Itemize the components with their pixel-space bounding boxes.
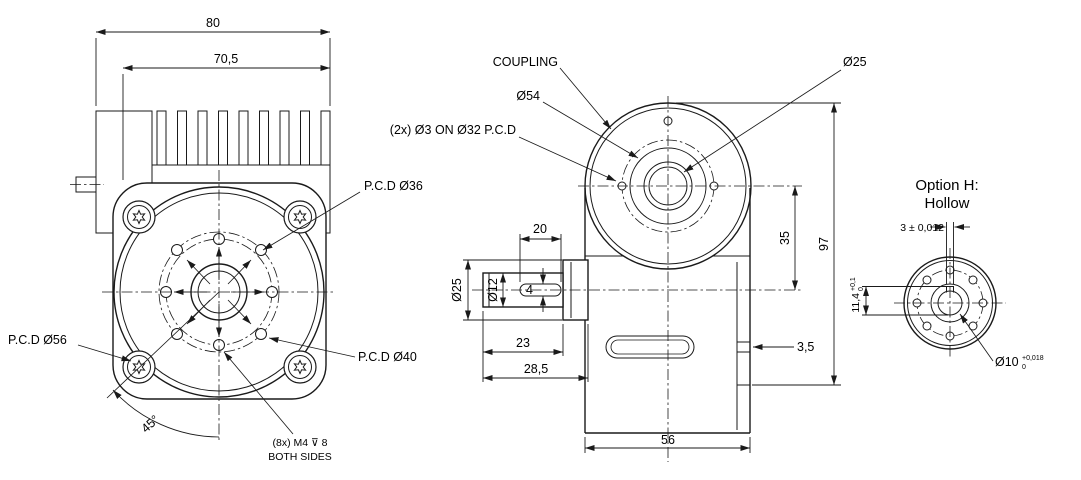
dim-35: 35 [778, 186, 798, 290]
dim-70-5-text: 70,5 [214, 52, 238, 66]
dia25-coupling-leader [683, 69, 842, 173]
dim-28-5: 28,5 [482, 324, 589, 382]
dim-dia12: Ø12 [486, 273, 506, 307]
screws-note-line2: BOTH SIDES [268, 451, 332, 463]
angle-arc [112, 389, 220, 438]
dim-dia25-text: Ø25 [450, 278, 464, 302]
coupling-leader [559, 67, 612, 130]
angle-45-label: 45° [139, 413, 162, 436]
pcd40-leader [268, 337, 356, 358]
dim-11-4-tol-upper: +0,1 [850, 277, 857, 291]
pcd40-label: P.C.D Ø40 [358, 350, 417, 364]
holes-note-label: (2x) Ø3 ON Ø32 P.C.D [390, 123, 516, 137]
pcd56-label: P.C.D Ø56 [8, 333, 67, 347]
dim-80: 80 [95, 16, 331, 106]
dim-35-text: 35 [778, 231, 792, 245]
dim-3-tol: 3 ± 0,012 [900, 222, 970, 284]
dim-23: 23 [482, 311, 564, 356]
dim-11-4-tol-lower: 0 [858, 287, 865, 291]
body-slot-inner [610, 339, 690, 355]
dim-dia10-tol-upper: +0,018 [1022, 355, 1044, 362]
option-h-title-line2: Hollow [924, 195, 969, 212]
front-view: 45° 80 70,5 P.C.D Ø36 P.C.D Ø56 P.C.D Ø4… [8, 16, 423, 463]
dim-97: 97 [676, 102, 841, 386]
dia54-leader [542, 101, 639, 159]
dim-56-text: 56 [661, 433, 675, 447]
dia54-label: Ø54 [516, 89, 540, 103]
dim-4-text: 4 [526, 283, 533, 297]
coupling-flange-inner [589, 107, 747, 265]
dim-70-5: 70,5 [122, 52, 330, 180]
dim-dia10-tol-lower: 0 [1022, 364, 1026, 371]
dim-80-text: 80 [206, 16, 220, 30]
diagonal-construction-line [106, 291, 220, 399]
dim-dia10: Ø10 +0,018 0 [959, 313, 1044, 371]
dia25-coupling-label: Ø25 [843, 55, 867, 69]
coupling-bore-circle [648, 166, 688, 206]
dim-11-4: 11,4 +0,1 0 [850, 277, 948, 316]
dim-4: 4 [526, 268, 546, 312]
cooling-fins [156, 110, 331, 166]
dim-20: 20 [519, 222, 562, 282]
hollow-bore-keyway [946, 286, 954, 293]
side-view: 20 Ø25 Ø12 4 23 28,5 [390, 55, 867, 462]
pcd36-leader [262, 191, 361, 251]
holes-note-leader [518, 136, 617, 182]
dim-28-5-text: 28,5 [524, 362, 548, 376]
dim-3-5: 3,5 [753, 340, 814, 354]
dim-56: 56 [584, 433, 751, 453]
pcd56-leader [77, 344, 132, 362]
dim-dia25-shaft: Ø25 [450, 259, 562, 321]
pcd36-label: P.C.D Ø36 [364, 179, 423, 193]
dim-dia10-text: Ø10 [995, 355, 1019, 369]
dim-97-text: 97 [817, 237, 831, 251]
dim-3-5-text: 3,5 [797, 340, 814, 354]
body-slot-outer [605, 335, 695, 359]
coupling-label: COUPLING [493, 55, 558, 69]
screws-note-line1: (8x) M4 ⊽ 8 [273, 437, 328, 449]
dim-dia12-text: Ø12 [486, 278, 500, 302]
option-h-view: Option H: Hollow 3 ± 0,012 [850, 177, 1044, 371]
dim-20-text: 20 [533, 222, 547, 236]
dim-11-4-text: 11,4 [850, 293, 862, 313]
option-h-title-line1: Option H: [915, 177, 978, 194]
dim-3-tol-text: 3 ± 0,012 [900, 222, 944, 234]
dim-23-text: 23 [516, 336, 530, 350]
screws-note-leader [223, 351, 294, 435]
